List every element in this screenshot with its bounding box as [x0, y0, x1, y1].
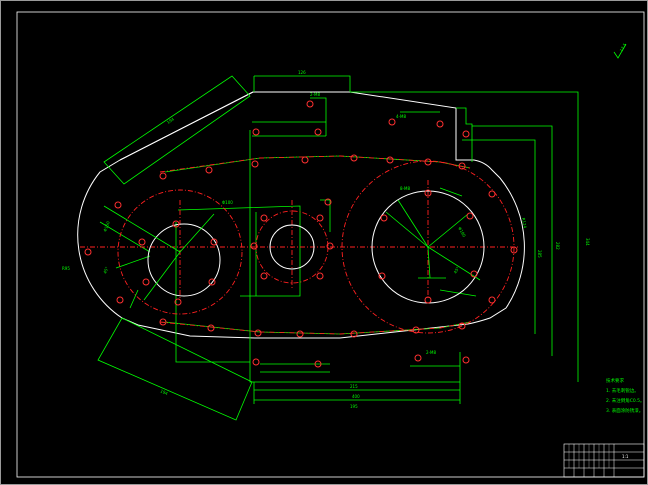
- dim-bottom-pin: 2-M8: [426, 350, 436, 355]
- dim-left-angle: 45°: [102, 266, 109, 274]
- title-block: 1:1: [563, 443, 645, 478]
- dim-bottom-left-slant: 194: [160, 388, 169, 396]
- svg-text:12.5: 12.5: [619, 42, 628, 53]
- tech-notes-title: 技术要求: [606, 377, 624, 384]
- tech-note-3: 3. 表面涂防锈漆。: [606, 407, 643, 414]
- dim-bottom-a: 215: [350, 384, 358, 389]
- dimension-labels: 126 194 194 R95 Φ150 45° Φ180 45° R124 3…: [62, 70, 590, 409]
- dim-right-hole-dia: Φ180: [457, 226, 467, 238]
- tech-note-2: 2. 未注倒角C0.5。: [606, 397, 645, 404]
- dim-bottom-overall: 400: [352, 394, 360, 399]
- dim-right-radius: R124: [521, 217, 528, 229]
- dim-left-hole-dia: Φ150: [102, 220, 111, 232]
- mid-bore: [269, 224, 315, 270]
- bores: [103, 190, 485, 304]
- technical-notes: 技术要求 1. 去毛刺锐边。 2. 未注倒角C0.5。 3. 表面涂防锈漆。: [606, 377, 645, 414]
- housing-outline: [77, 91, 525, 339]
- dim-right-height-b: 285: [537, 250, 542, 258]
- dim-mid-bore: Φ100: [222, 200, 233, 205]
- dim-overall-height: 344: [585, 238, 590, 246]
- sheet-inner-border: [16, 11, 645, 478]
- left-bore: [147, 223, 221, 297]
- dim-top-left-slant: 194: [166, 116, 176, 125]
- dim-right-height-a: 282: [555, 242, 560, 250]
- dim-bottom-b: 195: [350, 404, 358, 409]
- dim-right-angle: 45°: [453, 266, 461, 275]
- tech-note-1: 1. 去毛刺锐边。: [606, 387, 639, 394]
- dim-left-radius: R95: [62, 266, 70, 271]
- flange-contour: [99, 75, 579, 404]
- bolt-holes: [84, 100, 518, 368]
- dim-hole-pattern: 8-M8: [400, 186, 410, 191]
- roughness-symbol: 12.5: [613, 42, 628, 59]
- dim-top-width: 126: [298, 70, 306, 75]
- dim-top-pin-a: 2-M8: [310, 92, 320, 97]
- title-block-scale: 1:1: [622, 454, 629, 459]
- side-bosses: [97, 75, 253, 421]
- dim-top-pin-b: 4-M8: [396, 114, 406, 119]
